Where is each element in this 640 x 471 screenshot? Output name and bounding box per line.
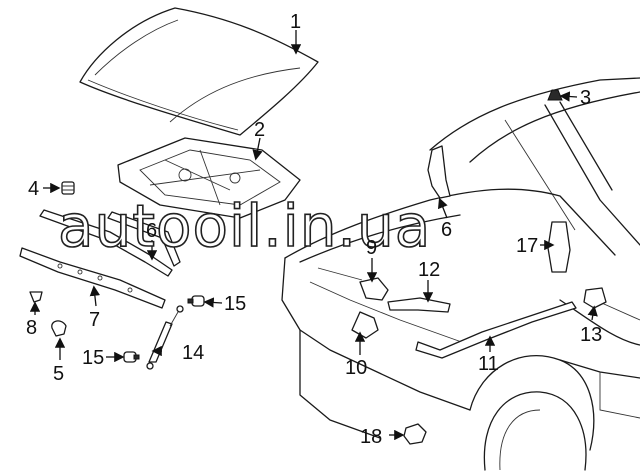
callout-labels: 1 2 3 4 6 6 17 9 12 15 13 8 7 10 11 14 1…	[26, 11, 602, 448]
hood-strut-part-14	[146, 305, 184, 370]
hood-panel	[79, 7, 319, 136]
bumper-stop-part-4	[61, 181, 75, 195]
callout-2: 2	[254, 119, 265, 141]
clip-part-8	[29, 291, 43, 303]
hood-rod-part-6-upper	[107, 211, 181, 267]
hood-stop-part-5	[51, 320, 67, 337]
release-handle-part-13	[583, 287, 607, 309]
callout-9: 9	[366, 237, 377, 259]
callout-15-lower: 15	[82, 347, 104, 369]
callout-18: 18	[360, 426, 382, 448]
cushion-part-15-lower	[123, 351, 140, 363]
clip-part-18	[403, 423, 427, 445]
callout-15-upper: 15	[224, 293, 246, 315]
vehicle-outline	[281, 77, 640, 471]
callout-4: 4	[28, 178, 39, 200]
release-cable-part-11	[415, 301, 577, 359]
callout-3: 3	[580, 87, 591, 109]
hood-lock-bracket-part-12	[387, 297, 451, 313]
cushion-part-15-upper	[187, 295, 205, 307]
hood-lock-support-part-7	[19, 247, 166, 309]
hood-latch-part-10	[351, 311, 379, 339]
hood-lock-part-9	[359, 277, 389, 301]
callout-7: 7	[89, 309, 100, 331]
callout-1: 1	[290, 11, 301, 33]
callout-12: 12	[418, 259, 440, 281]
watermark: autooil.in.ua	[58, 192, 431, 260]
callout-10: 10	[345, 357, 367, 379]
leader-lines	[29, 30, 598, 441]
hood-hinge-part-17	[547, 221, 571, 273]
callout-11: 11	[478, 353, 499, 375]
callout-13: 13	[580, 324, 602, 346]
callout-6-left: 6	[146, 220, 157, 242]
callout-6-right: 6	[441, 219, 452, 241]
callout-8: 8	[26, 317, 37, 339]
hood-clip-part-3	[547, 89, 563, 101]
callout-14: 14	[182, 342, 204, 364]
callout-17: 17	[516, 235, 538, 257]
callout-5: 5	[53, 363, 64, 385]
hood-hinge-part-6	[427, 145, 451, 199]
hood-lock-support-part-6	[39, 209, 173, 277]
